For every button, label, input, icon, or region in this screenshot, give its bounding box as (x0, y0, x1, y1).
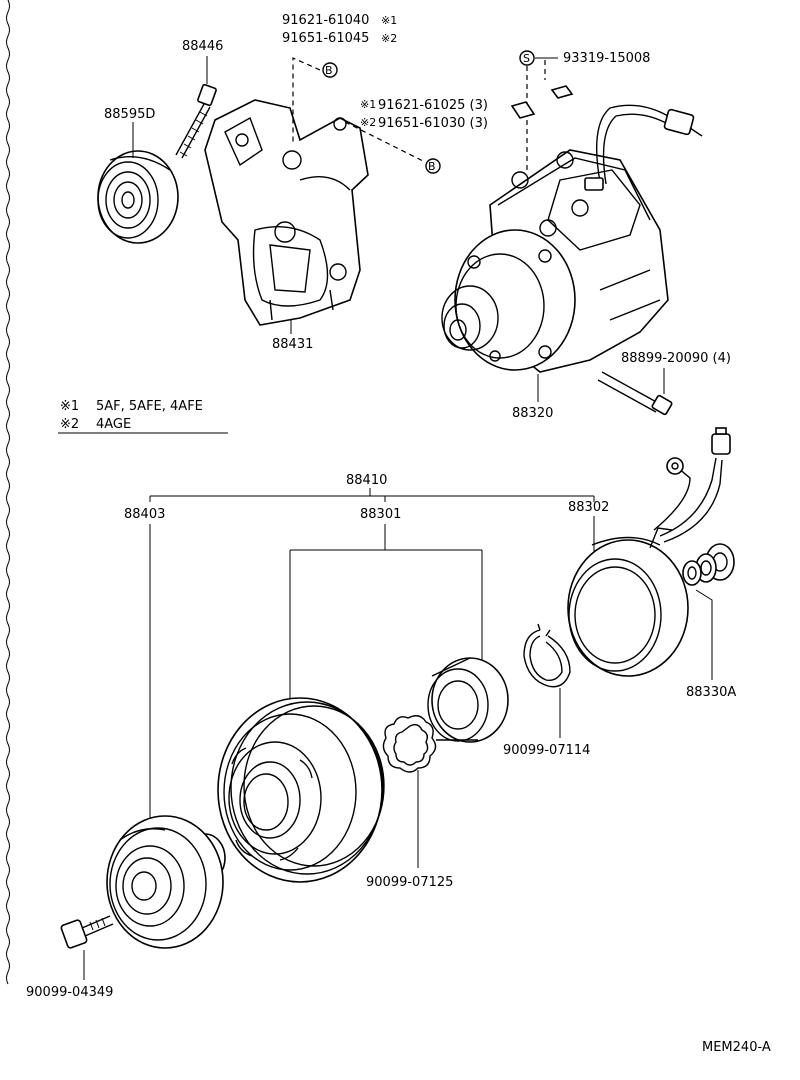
hub-bolt (60, 915, 114, 949)
field-coil (567, 427, 731, 677)
b-symbol-lower (425, 158, 441, 174)
clutch-shims (682, 543, 735, 586)
label-88899-20090: 88899-20090 (4) (621, 351, 731, 366)
snap-ring (523, 623, 571, 688)
compressor-through-bolt (597, 371, 673, 416)
mark-2-small: ※2 (360, 116, 376, 129)
label-88330a: 88330A (686, 685, 736, 700)
note-2-text: 4AGE (96, 417, 131, 432)
clutch-rotor-pulley (217, 697, 385, 883)
label-88403: 88403 (124, 507, 165, 522)
compressor-bracket (204, 99, 369, 326)
label-88410: 88410 (346, 473, 387, 488)
label-88320: 88320 (512, 406, 553, 421)
label-90099-04349: 90099-04349 (26, 985, 113, 1000)
label-88301: 88301 (360, 507, 401, 522)
clutch-hub-plate (106, 815, 226, 949)
applicability-notes: ※1 5AF, 5AFE, 4AFE ※2 4AGE (58, 399, 228, 434)
bracket-bolt (175, 83, 217, 159)
diagram-code: MEM240-A (702, 1040, 771, 1055)
mark-1-small: ※1 (360, 98, 376, 111)
note-1-text: 5AF, 5AFE, 4AFE (96, 399, 203, 414)
note-1-mark: ※1 (60, 399, 79, 414)
pulley-bearing (427, 657, 509, 743)
s-symbol (519, 50, 535, 66)
label-90099-07114: 90099-07114 (503, 743, 590, 758)
label-90099-07125: 90099-07125 (366, 875, 453, 890)
label-91651-61045: 91651-61045 (282, 31, 369, 46)
left-torn-border (6, 0, 10, 985)
label-91621-61025: 91621-61025 (3) (378, 98, 488, 113)
idler-pulley (97, 150, 179, 244)
label-88446: 88446 (182, 39, 223, 54)
b-symbol-upper (322, 62, 338, 78)
ac-compressor (441, 104, 703, 373)
s-symbol-text: S (523, 52, 530, 65)
b-symbol-upper-text: B (325, 64, 333, 77)
mark-2-after-61045: ※2 (381, 32, 397, 45)
note-2-mark: ※2 (60, 417, 79, 432)
label-91621-61040: 91621-61040 (282, 13, 369, 28)
shim-ring (382, 715, 437, 773)
label-93319-15008: 93319-15008 (563, 51, 650, 66)
label-88302: 88302 (568, 500, 609, 515)
label-88431: 88431 (272, 337, 313, 352)
b-symbol-lower-text: B (428, 160, 436, 173)
mark-1-after-61040: ※1 (381, 14, 397, 27)
label-88595d: 88595D (104, 107, 155, 122)
label-91651-61030: 91651-61030 (3) (378, 116, 488, 131)
